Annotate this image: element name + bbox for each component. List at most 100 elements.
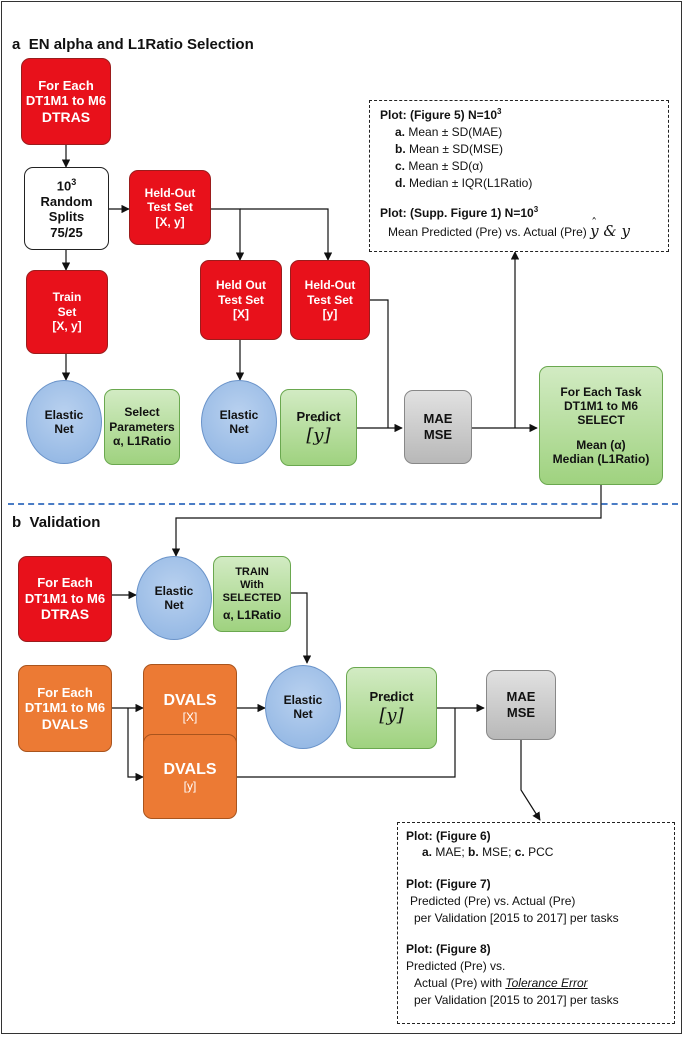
arrow-heldout-to-y <box>240 208 333 261</box>
note-a-title1-text: Plot: (Figure 5) N=10 <box>380 108 498 122</box>
node-text: Net <box>229 422 249 436</box>
note-a-title1: Plot: (Figure 5) N=103 <box>380 107 501 122</box>
node-text: [X] <box>233 307 249 322</box>
note-a-title2: Plot: (Supp. Figure 1) N=103 <box>380 205 538 220</box>
note-a-item: c. Mean ± SD(α) <box>395 159 483 173</box>
node-text: TRAIN <box>235 565 269 578</box>
note-b-fig8-title: Plot: (Figure 8) <box>406 942 491 956</box>
node-text: Median (L1Ratio) <box>552 452 650 467</box>
node-text: Select <box>124 405 160 420</box>
node-train-set: Train Set [X, y] <box>26 270 108 354</box>
node-text: Mean (α) <box>576 437 626 452</box>
node-text: For Each <box>37 684 93 700</box>
note-a-item: d. Median ± IQR(L1Ratio) <box>395 176 532 190</box>
note-a-item: a. Mean ± SD(MAE) <box>395 125 502 139</box>
node-text: Train <box>52 290 82 305</box>
node-text: Net <box>293 707 313 721</box>
note-text: Mean ± SD(MSE) <box>409 142 503 156</box>
node-text: 75/25 <box>50 224 83 240</box>
node-text: Parameters <box>109 419 175 434</box>
node-text: Held-Out <box>144 185 196 200</box>
node-heldout-test-x: Held Out Test Set [X] <box>200 260 282 340</box>
arrow-task-to-b-en <box>171 485 602 557</box>
node-text: Predict <box>296 408 341 424</box>
arrow-dvals-to-y <box>127 708 144 782</box>
note-box-a: Plot: (Figure 5) N=103 a. Mean ± SD(MAE)… <box>369 100 669 252</box>
node-text: DVALS <box>163 760 217 778</box>
note-box-b: Plot: (Figure 6) a. MAE; b. MSE; c. PCC … <box>397 822 675 1024</box>
note-b-fig8-line2: Actual (Pre) with Tolerance Error <box>414 976 588 990</box>
node-text: Random <box>40 193 93 209</box>
bullet: d. <box>395 176 406 190</box>
split-count-base: 10 <box>56 177 72 193</box>
bullet: a. <box>422 845 433 859</box>
node-text: Test Set <box>218 292 264 307</box>
note-text: MAE; <box>435 845 465 859</box>
node-text: Test Set <box>147 200 193 215</box>
node-heldout-test-xy: Held-Out Test Set [X, y] <box>129 170 211 245</box>
node-text: Set <box>57 304 77 319</box>
note-text: PCC <box>528 845 554 859</box>
arrow-heldout-to-x <box>211 208 245 261</box>
node-mae-mse-b: MAE MSE <box>486 670 556 740</box>
node-elastic-net-b1: Elastic Net <box>136 556 212 640</box>
math-text: & y <box>603 222 630 240</box>
note-a-exponent2: 3 <box>533 205 539 214</box>
note-a-exponent1: 3 <box>497 107 502 116</box>
bullet: c. <box>395 159 406 173</box>
node-for-each-dtras-b: For Each DT1M1 to M6 DTRAS <box>18 556 112 642</box>
node-text: DT1M1 to M6 <box>24 700 106 716</box>
node-text: Elastic <box>154 583 194 598</box>
node-text: Held-Out <box>304 278 356 293</box>
node-elastic-net-a2: Elastic Net <box>201 380 277 464</box>
node-text: DTRAS <box>41 108 91 125</box>
node-text: DT1M1 to M6 <box>563 398 638 413</box>
node-dvals-y: DVALS [y] <box>143 734 237 819</box>
node-text: MAE <box>506 689 536 705</box>
note-b-fig7-title: Plot: (Figure 7) <box>406 877 491 891</box>
node-text: SELECT <box>577 413 625 428</box>
node-text: Splits <box>48 209 85 225</box>
note-b-fig6-title: Plot: (Figure 6) <box>406 829 491 843</box>
node-text: DVALS <box>41 715 89 732</box>
note-b-fig6-items: a. MAE; b. MSE; c. PCC <box>422 845 553 859</box>
node-text: With <box>240 578 264 591</box>
node-text: For Each Task <box>560 384 642 399</box>
line-y-to-mae-b <box>237 708 456 778</box>
node-elastic-net-b2: Elastic Net <box>265 665 341 749</box>
node-text: MSE <box>506 705 536 720</box>
note-text: Median ± IQR(L1Ratio) <box>409 176 533 190</box>
node-for-each-dvals: For Each DT1M1 to M6 DVALS <box>18 665 112 752</box>
node-text: Elastic <box>219 407 259 422</box>
note-b-fig8-line1: Predicted (Pre) vs. <box>406 959 506 973</box>
tolerance-error-text: Tolerance Error <box>505 976 588 990</box>
node-text: [X, y] <box>52 319 82 334</box>
node-text: Test Set <box>307 292 353 307</box>
node-for-each-dtras-a: For Each DT1M1 to M6 DTRAS <box>21 58 111 145</box>
note-b-fig8-line3: per Validation [2015 to 2017] per tasks <box>414 993 619 1007</box>
arrow-mae-to-note-b <box>520 740 541 821</box>
note-b-fig7-line1: Predicted (Pre) vs. Actual (Pre) <box>410 894 576 908</box>
node-text: DVALS <box>163 691 217 709</box>
node-text: α, L1Ratio <box>222 608 282 623</box>
section-a-title: a EN alpha and L1Ratio Selection <box>12 36 254 53</box>
note-text: Mean ± SD(α) <box>408 159 484 173</box>
arrow-train-to-en2 <box>291 592 312 664</box>
section-a-heading: EN alpha and L1Ratio Selection <box>28 36 254 53</box>
node-random-splits: 103 Random Splits 75/25 <box>24 167 109 250</box>
node-text: [y] <box>322 307 338 322</box>
node-for-each-task: For Each Task DT1M1 to M6 SELECT Mean (α… <box>539 366 663 485</box>
node-elastic-net-a1: Elastic Net <box>26 380 102 464</box>
section-b-heading: Validation <box>29 514 101 531</box>
node-text: For Each <box>38 77 94 93</box>
node-train-with-selected: TRAIN With SELECTED α, L1Ratio <box>213 556 291 632</box>
node-text: Net <box>54 422 74 436</box>
bullet: a. <box>395 125 406 139</box>
node-text: DT1M1 to M6 <box>24 590 106 606</box>
